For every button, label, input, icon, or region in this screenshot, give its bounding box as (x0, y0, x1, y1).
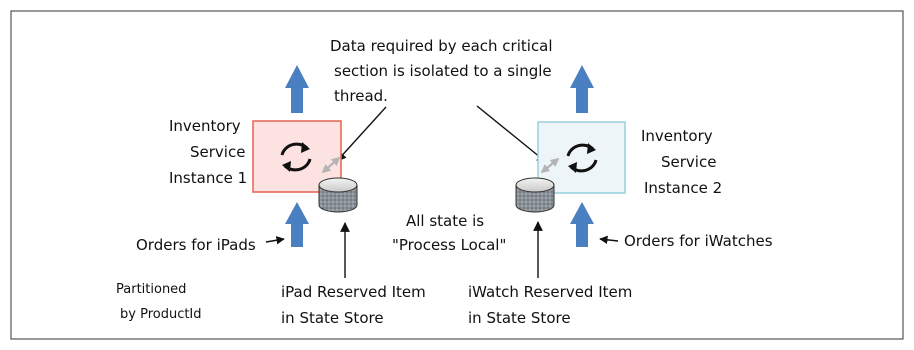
right-store-label-line-2: in State Store (468, 309, 571, 327)
top-note-line-2: section is isolated to a single (334, 62, 552, 80)
left-input-arrow (285, 202, 309, 247)
diagram-frame: Data required by each critical section i… (10, 10, 904, 340)
right-state-store-drum (515, 177, 555, 213)
right-input-label: Orders for iWatches (624, 232, 773, 250)
left-store-label-line-1: iPad Reserved Item (281, 283, 426, 301)
right-input-pointer (599, 235, 619, 245)
diagram-canvas: Data required by each critical section i… (10, 10, 904, 340)
left-instance-label-line-2: Service (190, 143, 245, 161)
right-state-access-double-arrow (540, 157, 560, 174)
left-state-store-drum (318, 177, 358, 213)
state-note-line-2: "Process Local" (392, 236, 506, 254)
right-store-label-line-1: iWatch Reserved Item (468, 283, 632, 301)
left-instance-label-line-1: Inventory (169, 117, 241, 135)
top-note-line-1: Data required by each critical (330, 37, 553, 55)
outer-border (10, 10, 904, 340)
left-output-arrow (285, 65, 309, 113)
left-input-pointer (265, 236, 285, 245)
top-note-line-3: thread. (334, 87, 388, 105)
right-output-arrow (570, 65, 594, 113)
state-note-line-1: All state is (406, 212, 484, 230)
right-instance-box (537, 121, 626, 194)
note-pointer-left (336, 106, 387, 162)
right-cycle-icon (566, 143, 598, 173)
left-cycle-icon (280, 142, 312, 172)
partition-note-line-1: Partitioned (116, 282, 186, 297)
left-instance-label-line-3: Instance 1 (169, 169, 247, 187)
partition-note-line-2: by ProductId (120, 307, 202, 322)
right-input-arrow (570, 202, 594, 247)
right-instance-label-line-2: Service (661, 153, 716, 171)
right-instance-label-line-3: Instance 2 (644, 179, 722, 197)
left-state-access-double-arrow (321, 156, 341, 174)
right-instance-label-line-1: Inventory (641, 127, 713, 145)
note-pointer-right (476, 105, 547, 163)
left-store-label-line-2: in State Store (281, 309, 384, 327)
left-input-label: Orders for iPads (136, 236, 256, 254)
